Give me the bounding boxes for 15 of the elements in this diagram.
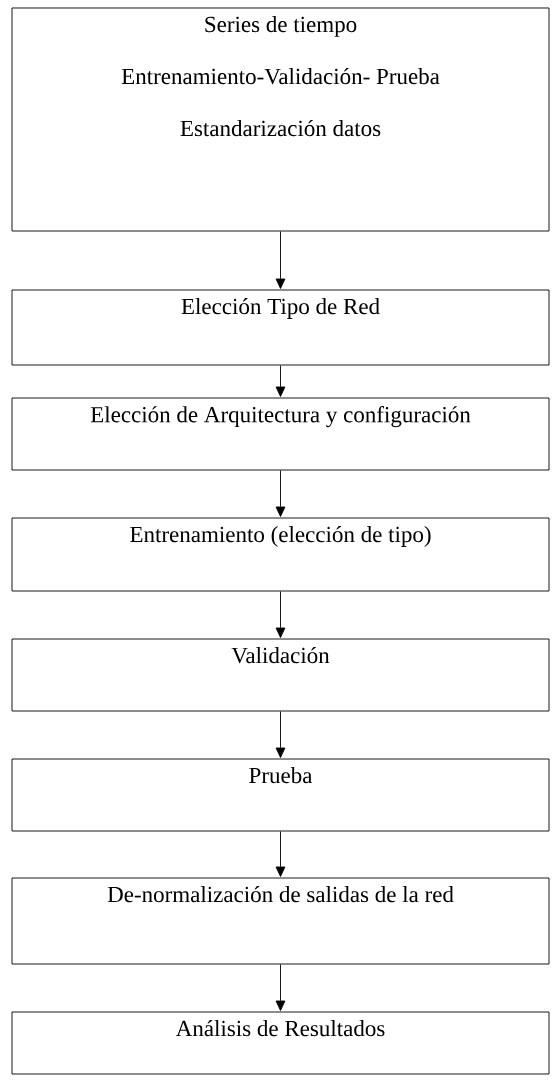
process-box: Elección de Arquitectura y configuración [11,397,550,471]
arrow [275,831,286,877]
process-box: Entrenamiento (elección de tipo) [11,517,550,592]
process-box: Validación [11,638,550,712]
arrow [275,591,286,638]
process-box: De-normalización de salidas de la red [11,877,550,965]
arrow [275,470,286,517]
process-box: Análisis de Resultados [11,1011,550,1075]
process-box: Series de tiempo Entrenamiento-Validación- Prueba Estandarización datos [11,7,550,232]
arrow [275,964,286,1011]
arrow [275,711,286,758]
arrow [275,231,286,289]
arrow [275,365,286,397]
process-box: Elección Tipo de Red [11,289,550,366]
process-box: Prueba [11,758,550,832]
